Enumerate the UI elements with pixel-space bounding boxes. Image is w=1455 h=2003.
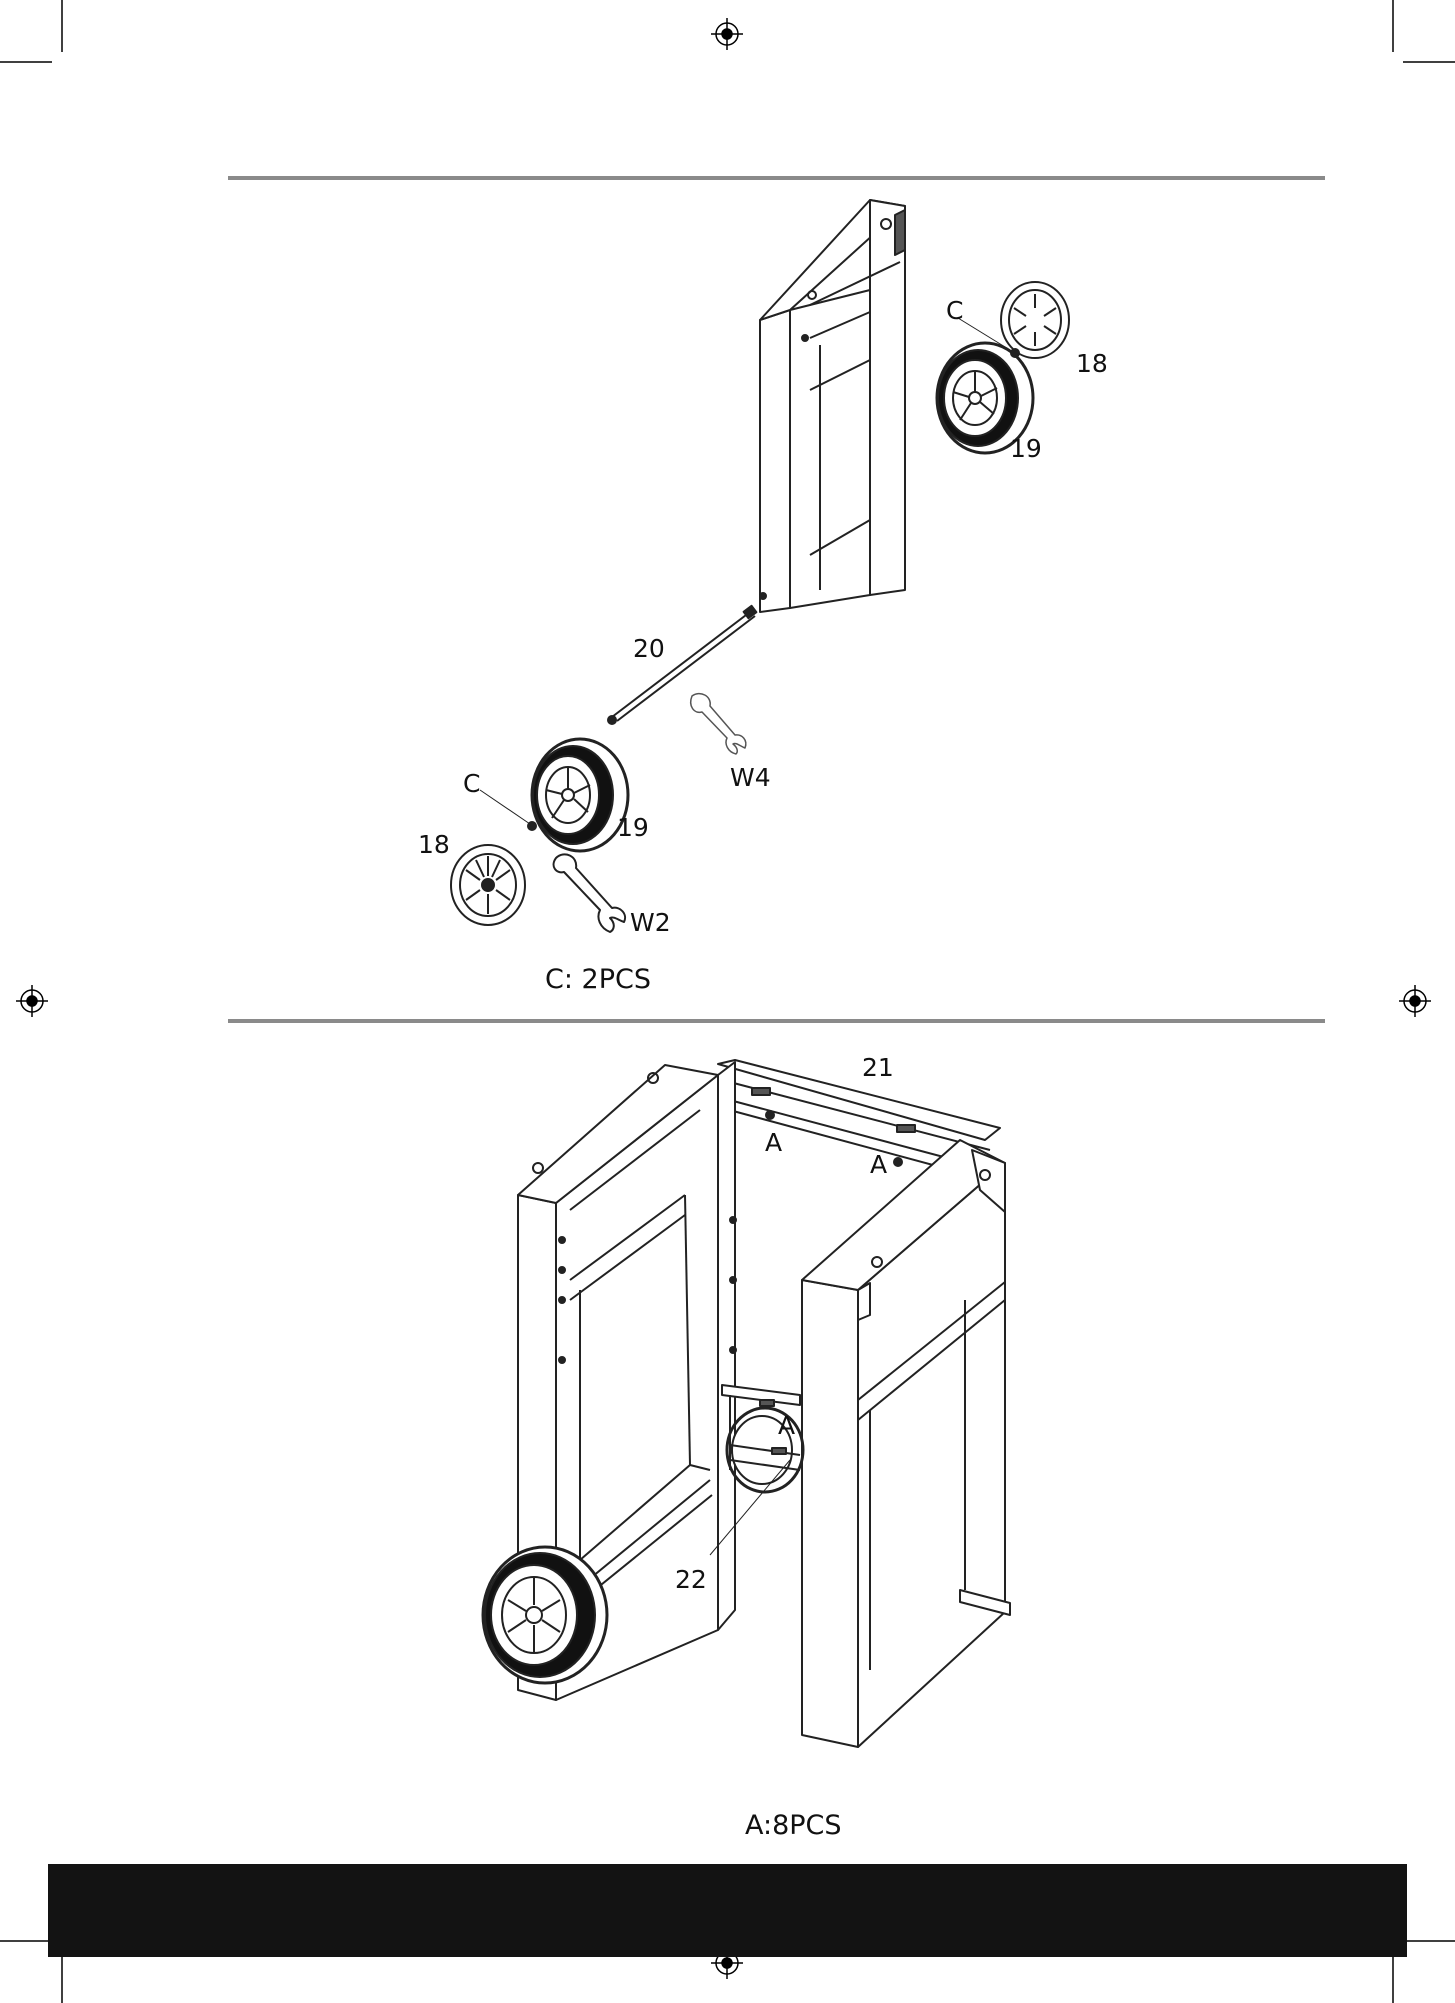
front-wheel-part [483, 1547, 607, 1683]
callout-back-panel: 21 [862, 1055, 894, 1080]
callout-bolt-a-1: A [765, 1130, 782, 1155]
callout-bottom-shelf-bar: 22 [675, 1567, 707, 1592]
step-bottom-quantity: A:8PCS [745, 1812, 842, 1839]
footer-bar [48, 1864, 1407, 1957]
callout-bolt-a-3: A [778, 1413, 795, 1438]
callout-bolt-a-2: A [870, 1152, 887, 1177]
right-side-frame-part [802, 1140, 1010, 1747]
